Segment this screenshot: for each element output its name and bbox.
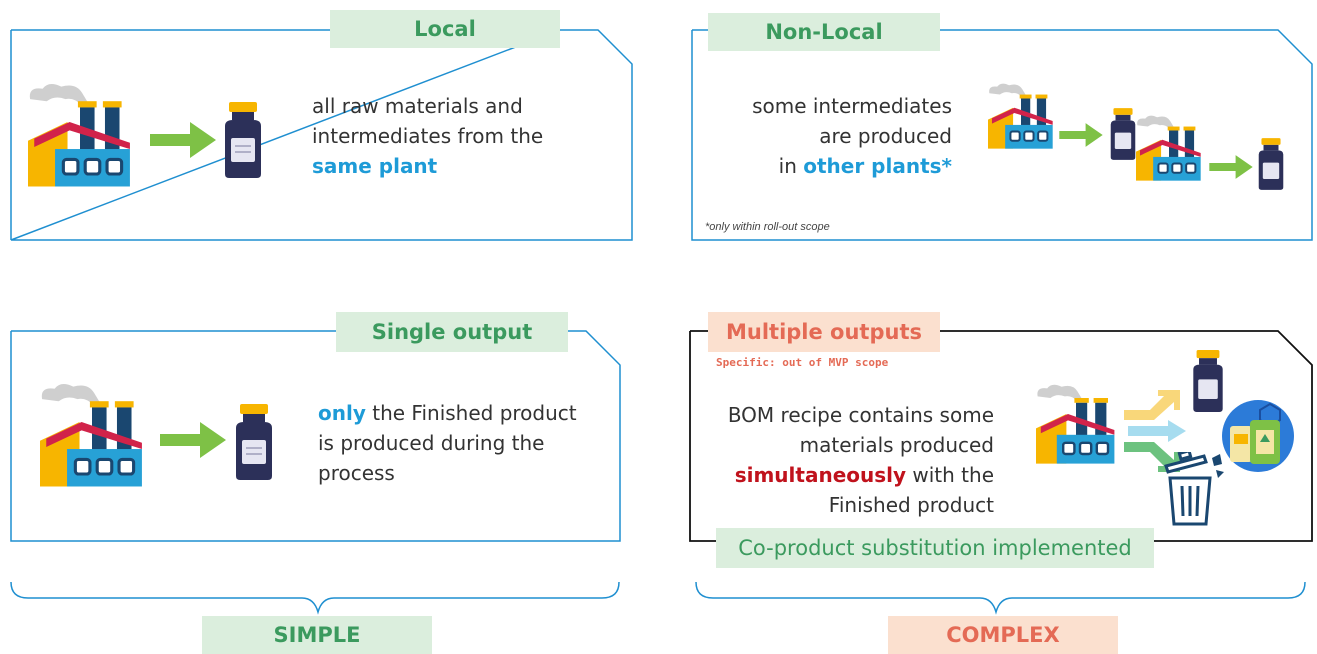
simple-label: SIMPLE bbox=[202, 616, 432, 654]
coproduct-icon bbox=[1222, 400, 1294, 472]
multiple-outputs-panel-frame bbox=[689, 330, 1313, 542]
complex-brace bbox=[695, 581, 1306, 615]
nonlocal-description: some intermediates are produced in other… bbox=[752, 94, 952, 178]
bottle-icon bbox=[1258, 138, 1284, 190]
arrow-right-icon bbox=[160, 422, 226, 458]
arrow-up-right-icon bbox=[1124, 390, 1180, 420]
local-panel-frame bbox=[10, 29, 633, 241]
simple-brace bbox=[10, 581, 620, 615]
single-output-panel-frame bbox=[10, 330, 621, 542]
trash-icon bbox=[1164, 452, 1224, 526]
arrow-right-icon bbox=[150, 122, 216, 158]
coproduct-tag: Co-product substitution implemented bbox=[716, 528, 1154, 568]
bottle-icon bbox=[1193, 350, 1223, 412]
nonlocal-footnote: *only within roll-out scope bbox=[705, 221, 830, 233]
factory-icon bbox=[1036, 384, 1115, 464]
mvp-scope-note: Specific: out of MVP scope bbox=[716, 356, 889, 369]
arrow-right-icon bbox=[1059, 123, 1103, 147]
nonlocal-panel-frame bbox=[691, 29, 1313, 241]
bottle-icon bbox=[1110, 108, 1136, 160]
local-tag: Local bbox=[330, 10, 560, 48]
single-output-tag: Single output bbox=[336, 312, 568, 352]
local-description: all raw materials and intermediates from… bbox=[312, 94, 544, 178]
arrow-right-icon bbox=[1209, 155, 1253, 179]
factory-icon bbox=[28, 83, 130, 187]
bottle-icon bbox=[236, 404, 272, 480]
nonlocal-tag: Non-Local bbox=[708, 13, 940, 51]
complex-label: COMPLEX bbox=[888, 616, 1118, 654]
factory-icon bbox=[988, 83, 1053, 149]
factory-icon bbox=[1136, 115, 1201, 181]
multiple-outputs-description: BOM recipe contains some materials produ… bbox=[727, 403, 994, 517]
bottle-icon bbox=[225, 102, 261, 178]
single-output-description: only the Finished product is produced du… bbox=[318, 401, 577, 485]
arrow-right-icon bbox=[1128, 420, 1186, 442]
multiple-outputs-tag: Multiple outputs bbox=[708, 312, 940, 352]
factory-icon bbox=[40, 383, 142, 487]
